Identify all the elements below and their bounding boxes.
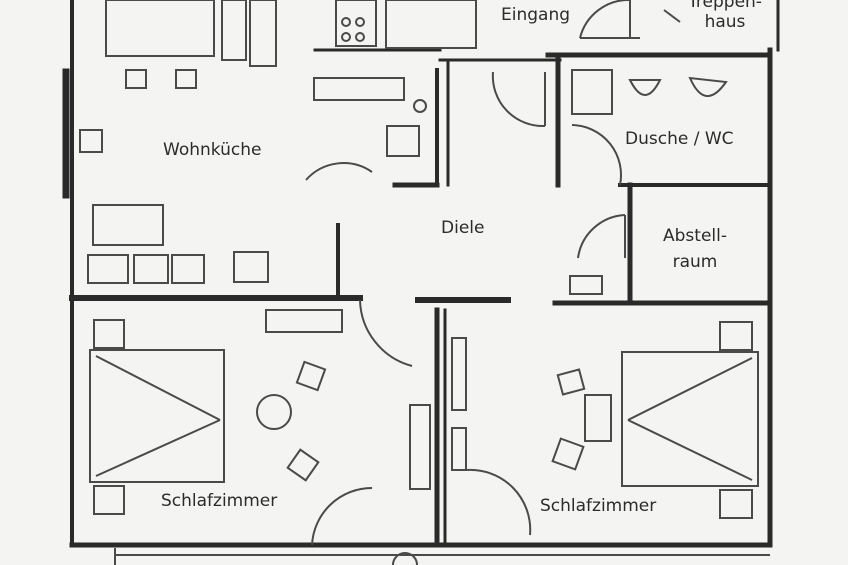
bath-door-arc: [571, 124, 622, 186]
sofa-seat-3: [171, 254, 205, 284]
stove-burner-4: [355, 32, 365, 42]
bed-left-diag-2: [95, 419, 221, 477]
room-label-schlafzimmer-left: Schlafzimmer: [161, 491, 278, 511]
diele-door-arc: [305, 162, 373, 181]
stove-burner-1: [341, 17, 351, 27]
kitchen-chair-1: [125, 69, 147, 89]
stove-burner-3: [341, 32, 351, 42]
kitchen-chair-3: [386, 125, 420, 157]
shower-tray: [571, 69, 613, 115]
kitchen-cabinet-b: [249, 0, 277, 67]
room-label-diele: Diele: [441, 218, 485, 238]
entry-door-arc: [579, 0, 630, 39]
chair-left-2: [286, 448, 320, 482]
sideboard: [313, 77, 405, 101]
room-label-abstellraum-line2: raum: [672, 252, 718, 273]
bed-right-diag-2: [627, 419, 753, 481]
washbasin: [628, 79, 662, 96]
room-label-treppenhaus-line1: Treppen-: [688, 0, 762, 12]
room-label-schlafzimmer-right: Schlafzimmer: [540, 496, 657, 516]
room-label-treppenhaus: Treppen- haus: [680, 0, 770, 33]
kitchen-plant: [79, 129, 103, 153]
room-label-abstellraum-line1: Abstell-: [663, 226, 727, 246]
storage-shelf: [569, 275, 603, 295]
kitchen-door-arc: [491, 71, 546, 128]
stair-arrow: [663, 9, 681, 23]
sofa-back: [92, 204, 164, 246]
kitchen-cabinet-a: [221, 0, 247, 61]
kitchen-table-top: [105, 0, 215, 57]
counter: [385, 0, 477, 49]
balcony-mark: [392, 552, 418, 565]
stove-burner-2: [355, 17, 365, 27]
radiator-left: [409, 404, 431, 490]
chair-left-1: [295, 360, 327, 392]
nightstand-right-bottom: [719, 489, 753, 519]
wardrobe-left: [265, 309, 343, 333]
desk-right: [584, 394, 612, 442]
bedroom-door-right-arc: [465, 468, 532, 536]
bedroom-door-left-arc: [359, 299, 413, 367]
room-label-dusche-wc: Dusche / WC: [625, 129, 734, 149]
sofa-seat-2: [133, 254, 169, 284]
bed-left-diag-1: [95, 355, 221, 421]
kitchen-chair-2: [175, 69, 197, 89]
room-label-abstellraum: Abstell- raum: [645, 226, 745, 273]
radiator-right-a: [451, 337, 467, 411]
stove: [335, 0, 377, 47]
side-table: [233, 251, 269, 283]
toilet: [688, 76, 728, 97]
fixtures: [79, 0, 770, 565]
nightstand-left-top: [93, 319, 125, 349]
sink: [413, 99, 427, 113]
room-label-treppenhaus-line2: haus: [704, 12, 746, 33]
bed-right-diag-1: [627, 357, 753, 421]
storage-door-arc: [577, 214, 626, 259]
bed-right: [621, 351, 759, 487]
chair-right-2: [551, 437, 585, 471]
round-table: [256, 394, 292, 430]
walls: [62, 0, 780, 548]
bedroom-door-left-bottom-arc: [311, 486, 373, 546]
nightstand-left-bottom: [93, 485, 125, 515]
nightstand-right-top: [719, 321, 753, 351]
room-label-wohnkueche: Wohnküche: [163, 140, 262, 160]
room-label-eingang: Eingang: [501, 5, 571, 25]
radiator-right-b: [451, 427, 467, 471]
sofa-seat-1: [87, 254, 129, 284]
bed-left: [89, 349, 225, 483]
chair-right-1: [556, 368, 586, 396]
